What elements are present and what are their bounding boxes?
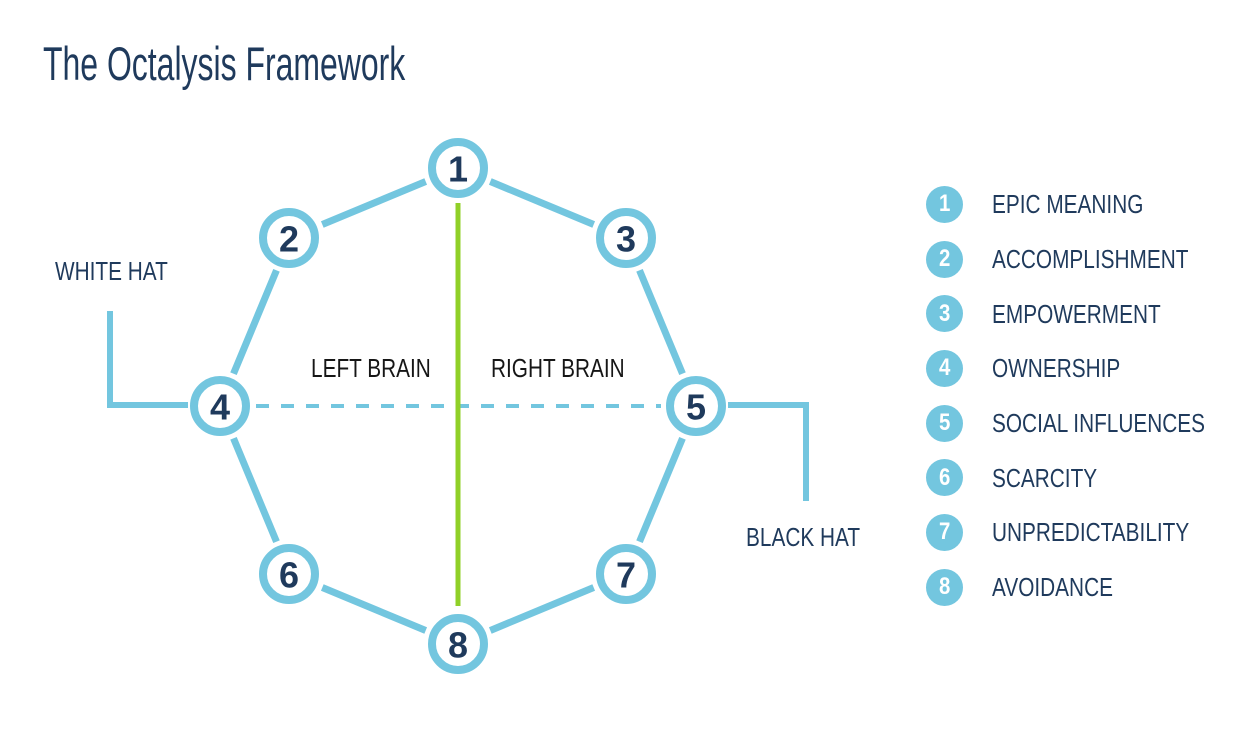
left-brain-label: LEFT BRAIN xyxy=(311,353,431,383)
legend-number-badge: 5 xyxy=(926,404,963,442)
white-hat-connector-line xyxy=(107,311,188,408)
node-7: 7 xyxy=(596,544,656,604)
legend-item-ownership: 4 OWNERSHIP xyxy=(926,341,1250,396)
node-5-circle xyxy=(666,376,726,436)
edge-2-4 xyxy=(230,268,280,376)
legend-item-label: ACCOMPLISHMENT xyxy=(992,244,1189,275)
legend-number-badge: 4 xyxy=(926,349,963,387)
node-2: 2 xyxy=(259,208,319,268)
node-4: 4 xyxy=(190,376,250,436)
node-5: 5 xyxy=(666,376,726,436)
edge-6-8 xyxy=(320,584,428,634)
edge-1-2 xyxy=(320,178,428,228)
legend-number-badge: 3 xyxy=(926,295,963,333)
legend-item-label: SOCIAL INFLUENCES xyxy=(992,408,1206,439)
legend-item-label: OWNERSHIP xyxy=(992,353,1121,384)
page-title: The Octalysis Framework xyxy=(43,40,576,87)
edge-5-7 xyxy=(636,436,686,544)
legend-item-label: EPIC MEANING xyxy=(992,189,1144,220)
node-6-number: 6 xyxy=(279,555,299,596)
node-3-number: 3 xyxy=(616,219,636,260)
page-title-text: The Octalysis Framework xyxy=(43,37,406,90)
legend-item-label: AVOIDANCE xyxy=(992,572,1113,603)
legend-item-epic-meaning: 1 EPIC MEANING xyxy=(926,177,1250,232)
node-8-circle xyxy=(428,614,488,674)
legend-item-label: UNPREDICTABILITY xyxy=(992,517,1190,548)
legend-number-badge: 8 xyxy=(926,568,963,606)
node-5-number: 5 xyxy=(686,387,706,428)
node-8-number: 8 xyxy=(448,625,468,666)
legend-item-unpredictability: 7 UNPREDICTABILITY xyxy=(926,505,1250,560)
legend-item-label: EMPOWERMENT xyxy=(992,298,1161,329)
black-hat-connector-line xyxy=(728,402,809,501)
legend-item-social-influences: 5 SOCIAL INFLUENCES xyxy=(926,396,1250,451)
black-hat-label: BLACK HAT xyxy=(746,522,861,552)
node-6-circle xyxy=(259,544,319,604)
edge-7-8 xyxy=(488,584,596,634)
node-1-circle xyxy=(428,138,488,198)
node-7-number: 7 xyxy=(616,555,636,596)
legend-number-badge: 6 xyxy=(926,459,963,497)
edge-1-3 xyxy=(488,178,596,228)
legend-item-avoidance: 8 AVOIDANCE xyxy=(926,560,1250,615)
node-1-number: 1 xyxy=(448,149,468,190)
legend-number-badge: 1 xyxy=(926,185,963,223)
node-4-number: 4 xyxy=(210,387,230,428)
legend-item-empowerment: 3 EMPOWERMENT xyxy=(926,286,1250,341)
node-7-circle xyxy=(596,544,656,604)
node-3: 3 xyxy=(596,208,656,268)
legend-item-label: SCARCITY xyxy=(992,462,1098,493)
legend-number-badge: 7 xyxy=(926,513,963,551)
edge-4-6 xyxy=(230,436,280,544)
node-2-number: 2 xyxy=(279,219,299,260)
white-hat-label: WHITE HAT xyxy=(55,256,168,286)
legend-item-accomplishment: 2 ACCOMPLISHMENT xyxy=(926,232,1250,287)
legend: 1 EPIC MEANING 2 ACCOMPLISHMENT 3 EMPOWE… xyxy=(926,177,1250,615)
node-8: 8 xyxy=(428,614,488,674)
node-6: 6 xyxy=(259,544,319,604)
octagon-edges xyxy=(230,178,686,634)
node-1: 1 xyxy=(428,138,488,198)
edge-3-5 xyxy=(636,268,686,376)
node-2-circle xyxy=(259,208,319,268)
legend-item-scarcity: 6 SCARCITY xyxy=(926,450,1250,505)
right-brain-label: RIGHT BRAIN xyxy=(491,353,625,383)
node-3-circle xyxy=(596,208,656,268)
legend-number-badge: 2 xyxy=(926,240,963,278)
node-4-circle xyxy=(190,376,250,436)
